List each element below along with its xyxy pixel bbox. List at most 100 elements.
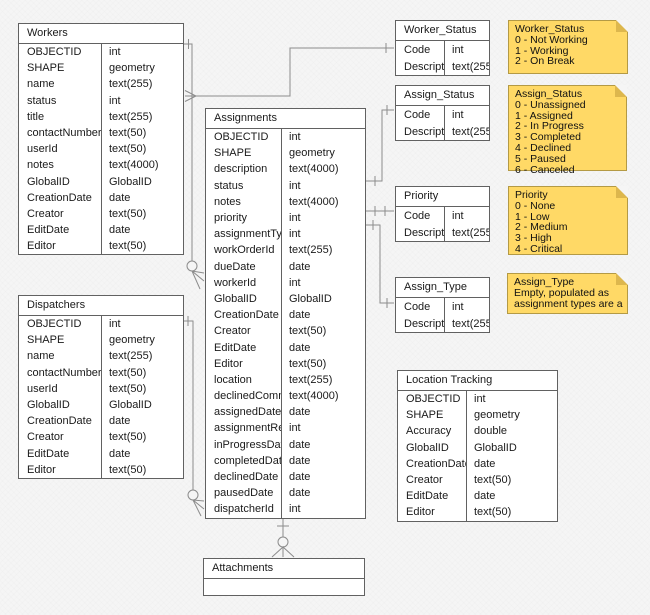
field-type: geometry [474, 409, 520, 422]
field-type: text(255) [452, 226, 489, 239]
table-title-assignments[interactable]: Assignments [206, 109, 365, 129]
edge-assignments-assignmenttype-assign-type[interactable] [366, 220, 394, 308]
field-row-assignments-assignmentType[interactable]: assignmentTypeint [206, 226, 365, 242]
edge-assignments-attachments[interactable] [271, 514, 295, 558]
table-title-worker-status[interactable]: Worker_Status [396, 21, 489, 41]
edge-workers-status-worker-status[interactable] [184, 43, 394, 102]
edge-dispatchers-objectid-assignments-dispatcherid[interactable] [183, 316, 205, 517]
table-title-workers[interactable]: Workers [19, 24, 183, 44]
table-title-assign-type[interactable]: Assign_Type [396, 278, 489, 298]
field-row-assignments-assignmentRead[interactable]: assignmentReadint [206, 420, 365, 436]
table-title-assign-status[interactable]: Assign_Status [396, 86, 489, 106]
field-row-assign-status-Description[interactable]: Descriptiontext(255) [396, 123, 489, 140]
note-line: 6 - Canceled [515, 164, 575, 176]
field-row-worker-status-Description[interactable]: Descriptiontext(255) [396, 58, 489, 75]
table-title-priority[interactable]: Priority [396, 187, 489, 207]
field-row-priority-Description[interactable]: Descriptiontext(255) [396, 224, 489, 241]
table-worker-status[interactable]: Worker_StatusCodeintDescriptiontext(255) [395, 20, 490, 76]
table-body-priority: CodeintDescriptiontext(255) [396, 207, 489, 241]
table-title-location-tracking[interactable]: Location Tracking [398, 371, 557, 391]
table-title-attachments[interactable]: Attachments [204, 559, 364, 579]
field-row-assign-type-Description[interactable]: Descriptiontext(255) [396, 315, 489, 332]
table-priority[interactable]: PriorityCodeintDescriptiontext(255) [395, 186, 490, 242]
edge-assignments-priority-priority[interactable] [366, 206, 394, 216]
table-assign-status[interactable]: Assign_StatusCodeintDescriptiontext(255) [395, 85, 490, 141]
field-name: Code [404, 209, 431, 222]
field-row-assignments-inProgressDate[interactable]: inProgressDatedate [206, 437, 365, 453]
table-attachments[interactable]: Attachments [203, 558, 365, 596]
field-type: text(50) [474, 506, 512, 519]
edge-workers-objectid-assignments-workerid[interactable] [184, 39, 205, 290]
table-assign-type[interactable]: Assign_TypeCodeintDescriptiontext(255) [395, 277, 490, 333]
field-name: name [27, 350, 55, 363]
edge-assignments-status-assign-status[interactable] [366, 105, 394, 186]
table-title-dispatchers[interactable]: Dispatchers [19, 296, 183, 316]
field-row-assignments-declinedComment[interactable]: declinedCommenttext(4000) [206, 388, 365, 404]
